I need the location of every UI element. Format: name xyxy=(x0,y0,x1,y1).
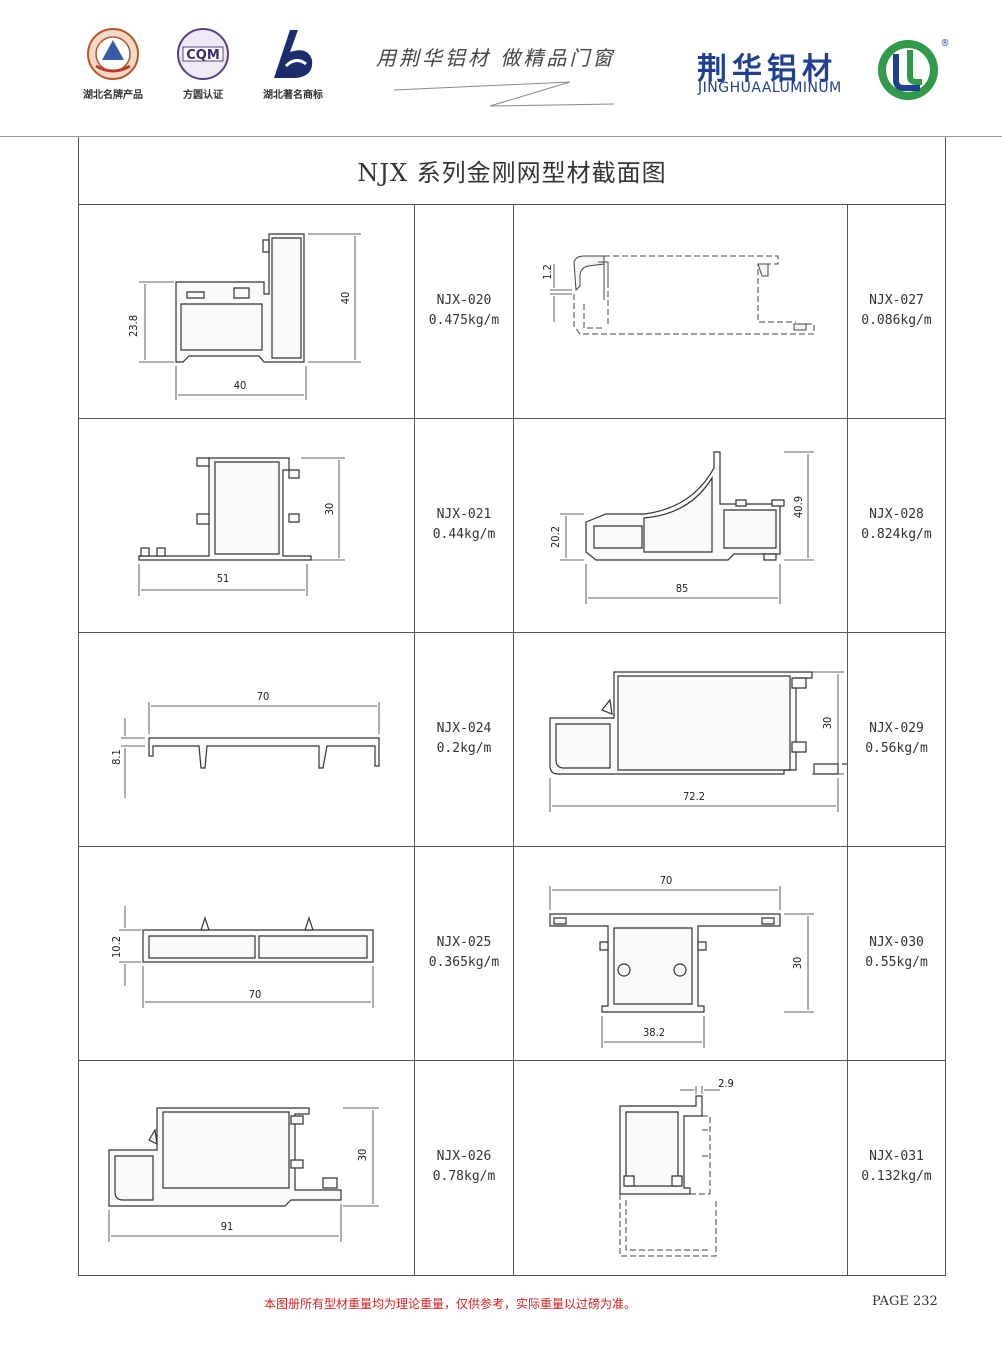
profile-drawing-njx-027: 1.2 xyxy=(514,204,847,418)
profile-code: NJX-031 xyxy=(869,1149,924,1164)
brand-name-cn: 荆华铝材 xyxy=(697,52,837,87)
badge-caption: 方圆认证 xyxy=(183,90,223,101)
profile-info-njx-024: NJX-024 0.2kg/m xyxy=(415,632,513,846)
profile-info-njx-031: NJX-031 0.132kg/m xyxy=(848,1060,945,1274)
profile-code: NJX-024 xyxy=(436,721,492,736)
profile-info-njx-020: NJX-020 0.475kg/m xyxy=(415,204,513,418)
sheet-title: NJX 系列金刚网型材截面图 xyxy=(79,137,945,205)
dimension-label: 20.2 xyxy=(549,526,562,548)
grid-divider xyxy=(414,204,415,1275)
dimension-label: 70 xyxy=(660,874,673,887)
badge-caption: 湖北著名商标 xyxy=(263,90,323,101)
grid-divider xyxy=(79,632,945,633)
profile-info-njx-021: NJX-021 0.44kg/m xyxy=(415,418,513,632)
dimension-label: 70 xyxy=(257,690,270,703)
profile-code: NJX-029 xyxy=(869,721,924,736)
page-number: PAGE 232 xyxy=(872,1294,938,1309)
dimension-label: 85 xyxy=(676,582,689,595)
profile-weight: 0.132kg/m xyxy=(861,1169,932,1184)
weight-disclaimer: 本图册所有型材重量均为理论重量，仅供参考，实际重量以过磅为准。 xyxy=(264,1297,637,1311)
badge-cqm: CQM 方圆认证 xyxy=(158,26,248,101)
profile-drawing-njx-020: 23.8 40 40 xyxy=(79,204,414,418)
dimension-label: 70 xyxy=(249,988,262,1001)
profile-code: NJX-028 xyxy=(869,507,924,522)
badge-caption: 湖北名牌产品 xyxy=(83,90,143,101)
profile-info-njx-027: NJX-027 0.086kg/m xyxy=(848,204,945,418)
profile-code: NJX-021 xyxy=(436,507,492,522)
profile-drawing-njx-026: 91 30 xyxy=(79,1060,414,1274)
profile-code: NJX-026 xyxy=(436,1149,492,1164)
dimension-label: 30 xyxy=(821,717,834,730)
badge-hubei-famous-trademark: 湖北著名商标 xyxy=(248,26,338,101)
dimension-label: 30 xyxy=(356,1149,369,1162)
profile-info-njx-025: NJX-025 0.365kg/m xyxy=(415,846,513,1060)
profile-code: NJX-027 xyxy=(869,293,924,308)
profile-info-njx-030: NJX-030 0.55kg/m xyxy=(848,846,945,1060)
grid-divider xyxy=(847,204,848,1275)
dimension-label: 51 xyxy=(217,572,230,585)
profile-drawing-njx-025: 70 10.2 xyxy=(79,846,414,1060)
dimension-label: 23.8 xyxy=(127,315,140,337)
profile-grid: 23.8 40 40 NJX-020 0.475kg/m xyxy=(79,204,945,1275)
dimension-label: 38.2 xyxy=(643,1026,665,1039)
dimension-label: 1.2 xyxy=(541,264,554,280)
dimension-label: 72.2 xyxy=(683,790,705,803)
dimension-label: 91 xyxy=(221,1220,234,1233)
grid-divider xyxy=(513,204,514,1275)
profile-code: NJX-030 xyxy=(869,935,924,950)
dimension-label: 30 xyxy=(791,957,804,970)
cqm-logo-text: CQM xyxy=(186,48,220,63)
dimension-label: 30 xyxy=(323,503,336,516)
dimension-label: 8.1 xyxy=(110,749,123,765)
header-divider xyxy=(0,136,1002,137)
profile-drawing-njx-021: 51 30 xyxy=(79,418,414,632)
profile-drawing-njx-024: 70 8.1 xyxy=(79,632,414,846)
profile-weight: 0.086kg/m xyxy=(861,313,932,328)
grid-divider xyxy=(79,1060,945,1061)
profile-weight: 0.44kg/m xyxy=(432,527,496,542)
dimension-label: 40 xyxy=(339,292,352,305)
profile-info-njx-029: NJX-029 0.56kg/m xyxy=(848,632,945,846)
brand-name-en: JINGHUAALUMINUM xyxy=(698,80,842,96)
profile-drawing-njx-031: 2.9 xyxy=(514,1060,847,1274)
hubei-famous-brand-seal-icon xyxy=(87,28,139,80)
grid-divider xyxy=(79,846,945,847)
jinghua-logo-icon: ® xyxy=(878,38,950,100)
grid-divider xyxy=(79,418,945,419)
profile-weight: 0.78kg/m xyxy=(432,1169,496,1184)
cqm-certification-icon: CQM xyxy=(177,28,229,80)
profile-info-njx-026: NJX-026 0.78kg/m xyxy=(415,1060,513,1274)
profile-weight: 0.475kg/m xyxy=(428,313,500,328)
dimension-label: 40.9 xyxy=(792,496,805,518)
slogan-swoosh xyxy=(393,81,615,107)
dimension-label: 10.2 xyxy=(110,936,123,958)
profile-weight: 0.56kg/m xyxy=(865,741,928,756)
profile-weight: 0.2kg/m xyxy=(436,741,492,756)
page-header: 湖北名牌产品 CQM 方圆认证 湖北著名商标 用荆华铝材 做精品门窗 荆华铝材 … xyxy=(0,0,1002,137)
profile-drawing-njx-029: 72.2 30 xyxy=(514,632,854,846)
profile-weight: 0.365kg/m xyxy=(428,955,500,970)
profile-drawing-njx-030: 70 30 38.2 xyxy=(514,846,847,1060)
profile-weight: 0.55kg/m xyxy=(865,955,928,970)
profile-code: NJX-020 xyxy=(436,293,492,308)
profile-drawing-njx-028: 20.2 85 40.9 xyxy=(514,418,847,632)
profile-sheet: NJX 系列金刚网型材截面图 xyxy=(78,137,946,1276)
dimension-label: 2.9 xyxy=(718,1077,734,1090)
hubei-famous-trademark-icon xyxy=(274,30,313,78)
profile-code: NJX-025 xyxy=(436,935,492,950)
registered-mark: ® xyxy=(941,38,950,49)
profile-info-njx-028: NJX-028 0.824kg/m xyxy=(848,418,945,632)
slogan: 用荆华铝材 做精品门窗 xyxy=(376,46,616,70)
profile-weight: 0.824kg/m xyxy=(861,527,932,542)
badge-hubei-famous-brand: 湖北名牌产品 xyxy=(68,26,158,101)
dimension-label: 40 xyxy=(234,379,247,392)
